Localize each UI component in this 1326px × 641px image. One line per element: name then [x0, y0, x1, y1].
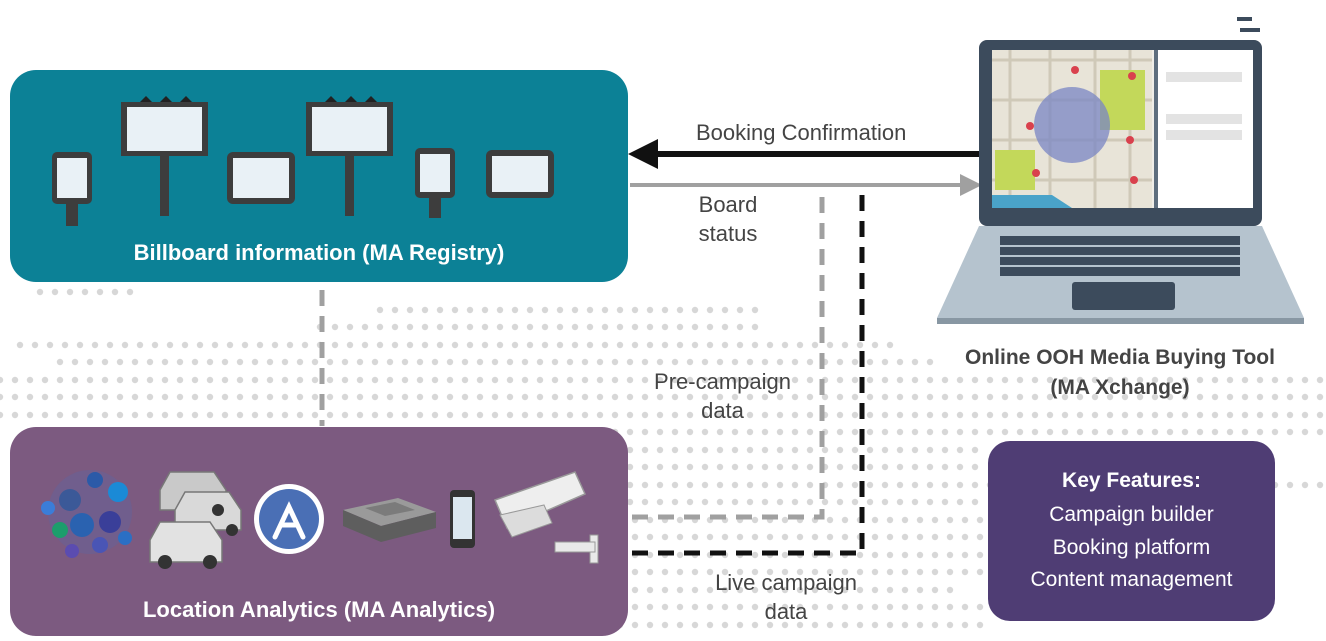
board-status-arrowhead	[960, 174, 982, 196]
cctv-camera-icon	[493, 471, 599, 564]
feature-item: Booking platform	[1052, 536, 1211, 559]
social-media-cloud-icon	[41, 470, 132, 558]
billboard-icon	[227, 152, 295, 204]
live-campaign-line1: Live campaign	[715, 570, 857, 595]
laptop-map-icon	[937, 40, 1304, 324]
key-features-heading: Key Features:	[1062, 469, 1201, 492]
app-store-icon	[254, 484, 324, 554]
gps-device-icon	[343, 498, 436, 542]
registry-title: Billboard information (MA Registry)	[133, 240, 505, 265]
feature-item: Content management	[1030, 568, 1233, 591]
booking-confirmation-arrowhead	[628, 139, 658, 169]
smartphone-icon	[450, 490, 475, 548]
live-campaign-line2: data	[764, 599, 808, 624]
billboard-icon	[52, 152, 92, 226]
board-status-line2: status	[698, 221, 758, 246]
tool-title-line2: (MA Xchange)	[1050, 376, 1190, 399]
feature-item: Campaign builder	[1049, 503, 1214, 526]
menu-icon	[1237, 17, 1260, 32]
board-status-line1: Board	[698, 192, 758, 217]
live-campaign-label: Live campaign data	[690, 568, 882, 626]
pre-campaign-line2: data	[701, 398, 744, 423]
billboard-icon	[121, 96, 208, 216]
booking-confirmation-label: Booking Confirmation	[696, 120, 907, 145]
pre-campaign-label: Pre-campaign data	[635, 367, 810, 425]
world-map-dot-pattern	[0, 288, 1324, 629]
analytics-title: Location Analytics (MA Analytics)	[142, 597, 496, 622]
tool-title-line1: Online OOH Media Buying Tool	[965, 346, 1275, 369]
board-status-label: Board status	[676, 190, 780, 248]
live-campaign-connector	[632, 186, 865, 556]
billboard-icon	[306, 96, 393, 216]
billboard-icon	[415, 148, 455, 218]
media-buying-tool-title: Online OOH Media Buying Tool (MA Xchange…	[915, 343, 1325, 403]
billboard-icon	[486, 150, 554, 198]
cars-icon	[149, 471, 242, 569]
key-features-box	[988, 441, 1275, 621]
pre-campaign-connector	[632, 186, 825, 520]
pre-campaign-line1: Pre-campaign	[654, 369, 791, 394]
